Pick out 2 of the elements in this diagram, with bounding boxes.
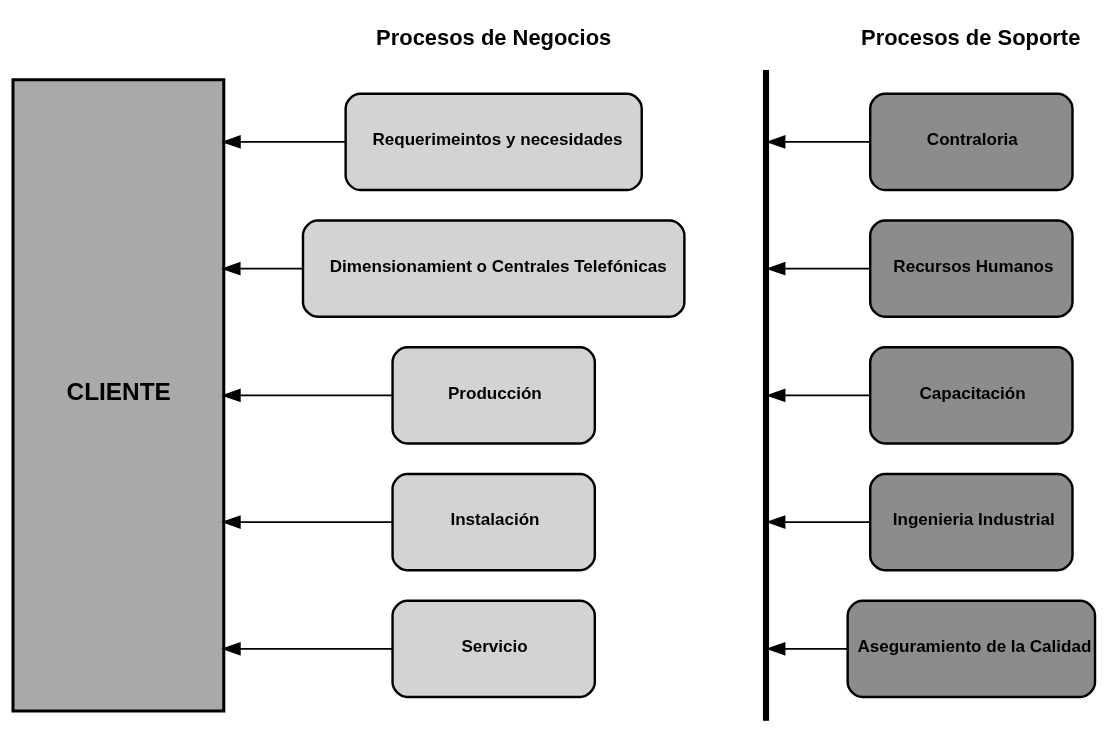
- label: Procesos de Soporte: [861, 24, 1081, 50]
- label: Procesos de Negocios: [376, 24, 612, 50]
